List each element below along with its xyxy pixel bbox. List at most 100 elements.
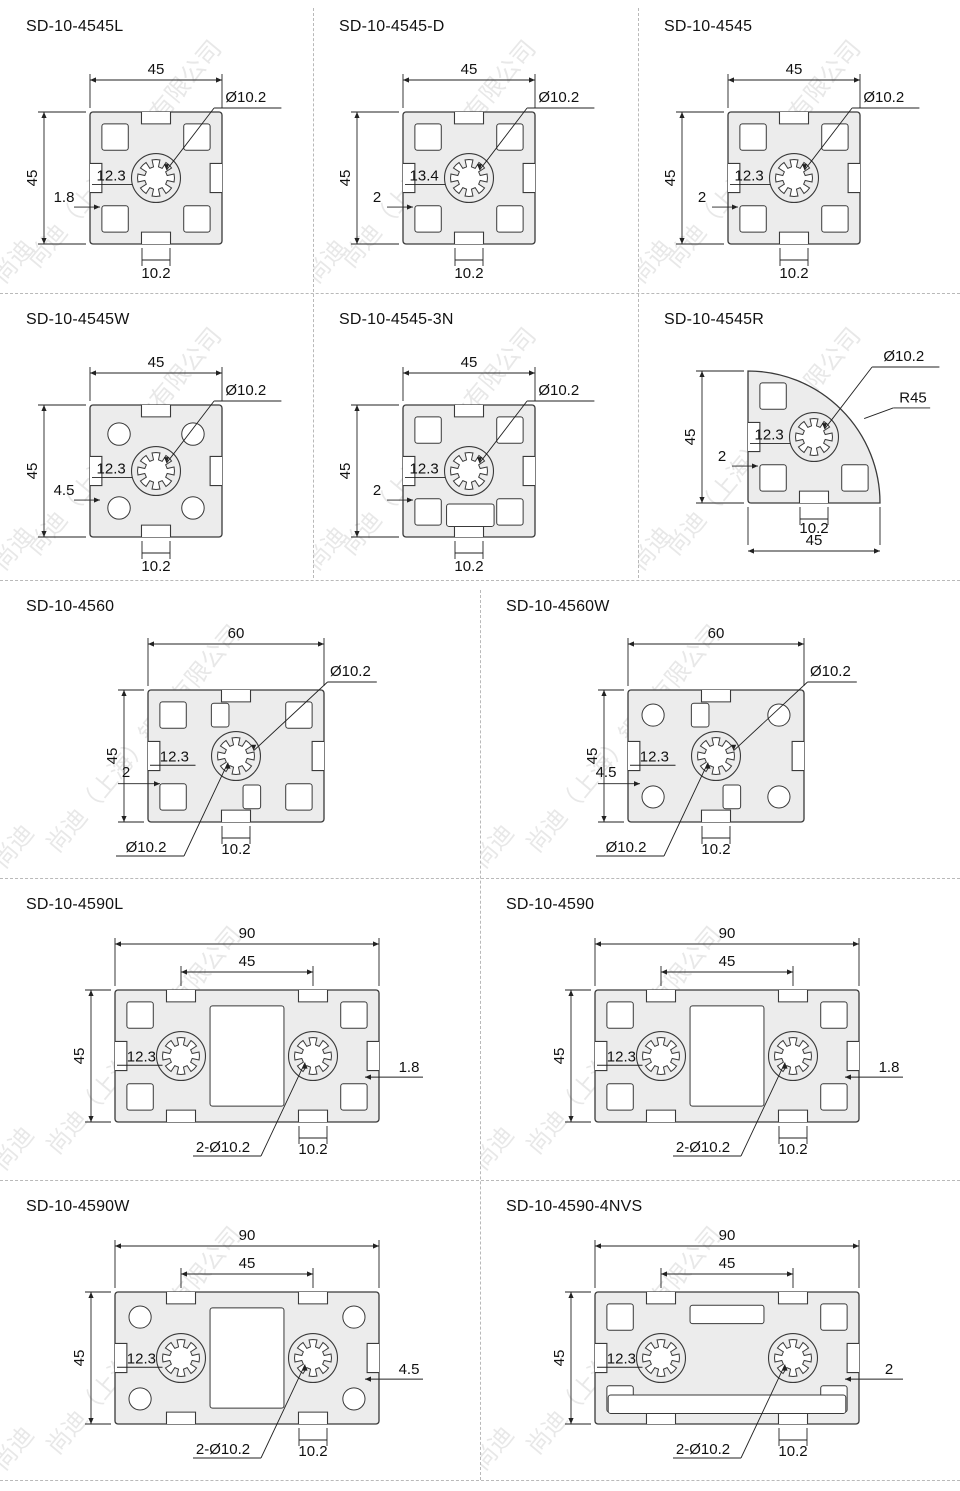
profile-card-sd-10-4590: 尚迪（上海）铝业有限公司尚迪9045452-Ø10.210.212.31.8SD… (480, 878, 960, 1180)
profile-title: SD-10-4545-D (339, 18, 445, 35)
dim-radius: R45 (899, 390, 927, 407)
profile-title: SD-10-4590W (26, 1198, 130, 1215)
dim-height: 45 (24, 463, 41, 480)
profile-title: SD-10-4590L (26, 896, 124, 913)
profile-title: SD-10-4545-3N (339, 311, 454, 328)
corner-pocket (841, 464, 869, 492)
corner-pocket (606, 1083, 634, 1111)
dim-inner: 12.3 (160, 748, 189, 765)
dim-pitch: 45 (239, 1255, 256, 1272)
drawing-sd-10-4545-d: 尚迪（上海）铝业有限公司尚迪4545Ø10.210.213.42 (313, 35, 595, 289)
dim-slot-width: 10.2 (298, 1141, 327, 1158)
dim-inner: 13.4 (410, 168, 439, 185)
dim-slot-width: 10.2 (454, 265, 483, 282)
dim-bore-diameter: 2-Ø10.2 (676, 1441, 730, 1458)
dim-pitch: 45 (239, 953, 256, 970)
profile-title: SD-10-4545L (26, 18, 124, 35)
corner-pocket (739, 123, 767, 151)
corner-pocket (759, 464, 787, 492)
corner-pocket (414, 498, 442, 526)
profile-section (594, 1291, 860, 1425)
drawing-sd-10-4590l: 尚迪（上海）铝业有限公司尚迪9045452-Ø10.210.212.31.8 (0, 921, 423, 1176)
dim-inner: 12.3 (607, 1048, 636, 1065)
dim-height: 45 (24, 170, 41, 187)
dim-lip: 4.5 (54, 482, 75, 499)
center-bore (690, 730, 742, 782)
corner-pocket (759, 382, 787, 410)
corner-hole (107, 496, 131, 520)
dim-inner: 12.3 (127, 1048, 156, 1065)
inner-pocket (242, 784, 262, 810)
dim-inner: 12.3 (755, 427, 784, 444)
dim-inner: 12.3 (97, 461, 126, 478)
dim-lip: 2 (885, 1361, 893, 1378)
dim-inner: 12.3 (97, 168, 126, 185)
drawing-sd-10-4545-3n: 尚迪（上海）铝业有限公司尚迪4545Ø10.210.212.32 (313, 322, 595, 576)
dim-slot-width: 10.2 (701, 841, 730, 858)
dim-bore-diameter: 2-Ø10.2 (676, 1139, 730, 1156)
profile-card-sd-10-4590-4nvs: 尚迪（上海）铝业有限公司尚迪9045452-Ø10.210.212.32SD-1… (480, 1180, 960, 1480)
dim-slot-width: 10.2 (454, 558, 483, 575)
watermark-short: 尚迪 (480, 819, 519, 874)
drawing-sd-10-4545: 尚迪（上海）铝业有限公司尚迪4545Ø10.210.212.32 (638, 35, 920, 289)
profile-card-sd-10-4545-3n: 尚迪（上海）铝业有限公司尚迪4545Ø10.210.212.32SD-10-45… (313, 293, 638, 580)
dim-width: 90 (719, 1227, 736, 1244)
bottom-cavity (446, 503, 495, 527)
drawing-sd-10-4590-4nvs: 尚迪（上海）铝业有限公司尚迪9045452-Ø10.210.212.32 (480, 1221, 903, 1476)
dim-slot-width: 10.2 (221, 841, 250, 858)
dim-height: 45 (584, 748, 601, 765)
dim-bore-diameter: Ø10.2 (810, 663, 851, 680)
top-cavity (689, 1304, 765, 1325)
profile-section (114, 1291, 380, 1425)
dim-slot-width: 10.2 (141, 265, 170, 282)
corner-pocket (285, 701, 313, 729)
corner-pocket (414, 123, 442, 151)
dim-inner: 12.3 (127, 1350, 156, 1367)
profile-title: SD-10-4545 (664, 18, 753, 35)
grid-separator (0, 1480, 960, 1481)
corner-pocket (340, 1083, 368, 1111)
corner-pocket (820, 1001, 848, 1029)
dim-height: 45 (337, 170, 354, 187)
corner-pocket (414, 205, 442, 233)
profile-section (89, 404, 223, 538)
dim-width: 45 (461, 354, 478, 371)
dim-inner: 12.3 (735, 168, 764, 185)
dim-lip: 1.8 (54, 189, 75, 206)
dim-bore-diameter: Ø10.2 (883, 348, 924, 365)
dim-pitch: 45 (719, 1255, 736, 1272)
watermark-short: 尚迪 (0, 1421, 39, 1476)
grid-separator (0, 293, 960, 294)
dim-inner: 12.3 (640, 748, 669, 765)
grid-separator (480, 590, 481, 1480)
drawing-sd-10-4545w: 尚迪（上海）铝业有限公司尚迪4545Ø10.210.212.34.5 (0, 322, 282, 576)
drawing-sd-10-4590: 尚迪（上海）铝业有限公司尚迪9045452-Ø10.210.212.31.8 (480, 921, 903, 1176)
bore-right (767, 1332, 819, 1384)
dim-width: 90 (719, 925, 736, 942)
corner-pocket (496, 498, 524, 526)
profile-section (114, 989, 380, 1123)
profile-card-sd-10-4545-d: 尚迪（上海）铝业有限公司尚迪4545Ø10.210.213.42SD-10-45… (313, 0, 638, 293)
watermark-short: 尚迪 (0, 1121, 39, 1176)
bore-right (287, 1332, 339, 1384)
center-cavity (209, 1005, 285, 1107)
profile-card-sd-10-4545l: 尚迪（上海）铝业有限公司尚迪4545Ø10.210.212.31.8SD-10-… (0, 0, 313, 293)
bore-left (155, 1030, 207, 1082)
corner-pocket (821, 205, 849, 233)
dim-width: 60 (228, 625, 245, 642)
bore-left (155, 1332, 207, 1384)
corner-pocket (285, 783, 313, 811)
dim-width: 60 (708, 625, 725, 642)
dim-height: 45 (104, 748, 121, 765)
dim-bore-diameter: Ø10.2 (330, 663, 371, 680)
watermark-short: 尚迪 (480, 1421, 519, 1476)
dim-width: 90 (239, 925, 256, 942)
dim-lip: 2 (373, 482, 381, 499)
dim-height: 45 (71, 1350, 88, 1367)
dim-lip: 4.5 (596, 764, 617, 781)
corner-pocket (496, 205, 524, 233)
corner-hole (641, 703, 665, 727)
